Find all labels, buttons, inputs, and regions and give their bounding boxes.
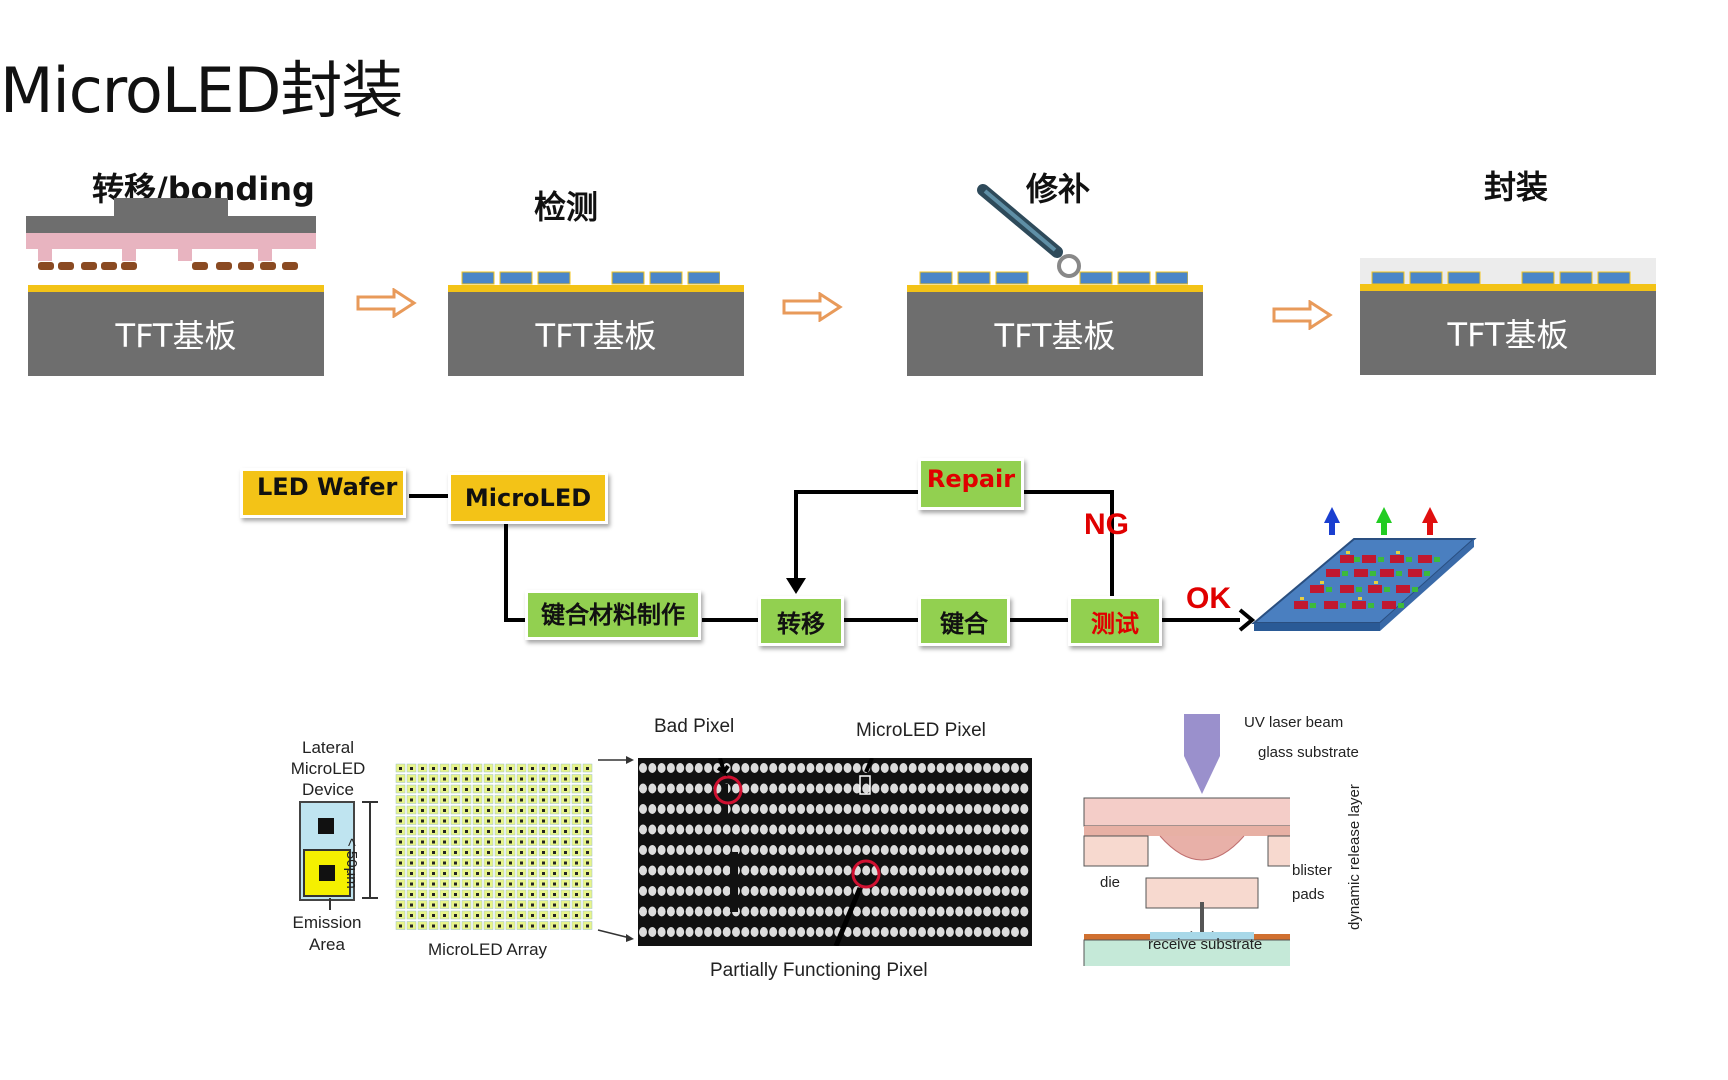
bond-box: 键合 [918,596,1010,646]
bad-pixel-label: Bad Pixel [654,716,735,737]
microled-panel-illustration [1251,507,1477,631]
step-label-repair: 修补 [1026,170,1091,208]
microled-chips [1371,271,1631,285]
ng-label: NG [1084,508,1129,541]
array-connector-arrows [597,756,634,942]
die-label: die [1100,874,1121,891]
repair-tool-icon [977,184,1081,278]
pads-label: pads [1292,886,1325,903]
microled-chips [461,271,720,285]
microled-array-label: MicroLED Array [428,940,548,959]
page-title: MicroLED封装 [0,54,403,127]
flow-connectors [409,490,1256,632]
dimension-label: < 50μm [343,838,360,889]
emission-area-label: Emission Area [292,913,362,954]
right-arrow-icon [356,288,417,318]
partial-pixel-label: Partially Functioning Pixel [710,960,928,981]
repair-box: Repair [918,458,1024,510]
repair-label: Repair [926,465,1016,493]
laser-transfer-diagram [1083,714,1290,966]
microled-pixel-label: MicroLED Pixel [856,720,986,741]
uv-laser-label: UV laser beam [1244,714,1344,731]
transfer-box: 转移 [758,596,844,646]
yellow-layer [907,285,1203,292]
receive-substrate-label: receive substrate [1148,936,1263,953]
bond-label: 键合 [940,609,988,638]
glass-substrate-label: glass substrate [1258,744,1359,761]
lateral-device-label: Lateral MicroLED Device [290,738,366,799]
yellow-layer [448,285,744,292]
test-label: 测试 [1091,609,1139,638]
test-box: 测试 [1068,596,1162,646]
release-layer-label: dynamic release layer [1346,784,1363,930]
bonding-material-box: 键合材料制作 [525,590,701,640]
right-arrow-icon [1272,300,1333,330]
right-arrow-icon [782,292,843,322]
yellow-layer [1360,284,1656,291]
transfer-label: 转移 [777,609,825,638]
substrate-label: TFT基板 [994,317,1116,355]
tft-substrate: TFT基板 [1360,291,1656,375]
ok-label: OK [1186,582,1231,615]
microled-array-grid [395,763,593,930]
pixel-photo [638,758,1032,946]
step-label-packaging: 封装 [1484,168,1549,206]
lateral-device-icon [299,801,378,910]
transfer-head-illustration [26,198,316,270]
substrate-label: TFT基板 [535,317,657,355]
substrate-label: TFT基板 [1447,316,1569,354]
tft-substrate: TFT基板 [907,292,1203,376]
tft-substrate: TFT基板 [28,292,324,376]
bonding-material-label: 键合材料制作 [541,601,685,629]
microled-chips [919,271,1188,285]
blister-label: blister [1292,862,1333,879]
tft-substrate: TFT基板 [448,292,744,376]
led-wafer-label: LED Wafer [257,473,398,501]
step-label-inspection: 检测 [534,188,599,226]
microled-box: MicroLED [448,472,608,524]
substrate-label: TFT基板 [115,317,237,355]
yellow-layer [28,285,324,292]
microled-label: MicroLED [464,484,592,512]
led-wafer-box: LED Wafer [240,468,406,518]
